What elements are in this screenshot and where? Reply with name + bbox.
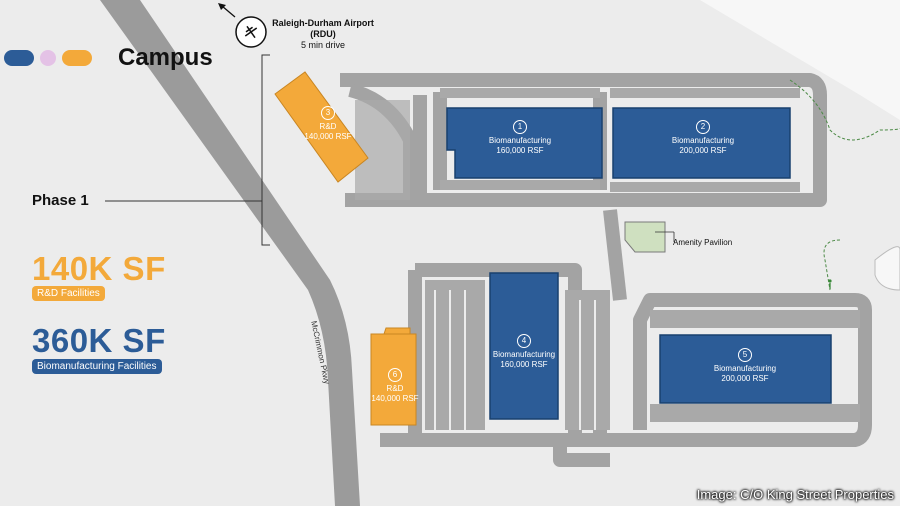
bio-stat-value: 360K SF (32, 322, 166, 359)
phase-label: Phase 1 (32, 192, 89, 209)
building-4-number: 4 (517, 334, 531, 348)
building-6-use: R&D (386, 384, 404, 393)
building-4-label: 4 Biomanufacturing 160,000 RSF (480, 334, 568, 370)
brand-dots (4, 50, 92, 66)
airport-callout: Raleigh-Durham Airport (RDU) 5 min drive (268, 18, 378, 51)
building-5-size: 200,000 RSF (721, 374, 769, 383)
building-3-label: 3 R&D 140,000 RSF (298, 106, 358, 142)
building-1-label: 1 Biomanufacturing 160,000 RSF (470, 120, 570, 156)
airport-drive: 5 min drive (300, 40, 345, 50)
building-5-number: 5 (738, 348, 752, 362)
building-1-use: Biomanufacturing (488, 136, 552, 145)
building-2-number: 2 (696, 120, 710, 134)
airport-name: Raleigh-Durham Airport (RDU) (272, 18, 374, 39)
building-6-size: 140,000 RSF (371, 394, 419, 403)
image-credit: Image: C/O King Street Properties (696, 487, 894, 502)
phase-bracket (261, 54, 270, 246)
building-5 (659, 334, 832, 404)
building-2-label: 2 Biomanufacturing 200,000 RSF (653, 120, 753, 156)
building-3-size: 140,000 RSF (304, 132, 352, 141)
page-title: Campus (118, 44, 213, 71)
building-2 (612, 107, 791, 179)
building-3-use: R&D (319, 122, 337, 131)
building-1-size: 160,000 RSF (496, 146, 544, 155)
building-6-number: 6 (388, 368, 402, 382)
amenity-pavilion (624, 221, 666, 253)
building-5-label: 5 Biomanufacturing 200,000 RSF (695, 348, 795, 384)
pink-dot (40, 50, 56, 66)
amenity-label: Amenity Pavilion (673, 238, 733, 247)
building-2-use: Biomanufacturing (671, 136, 735, 145)
building-3 (274, 71, 369, 183)
navy-pill (4, 50, 34, 66)
mccrimmon-road (100, 0, 360, 506)
building-2-size: 200,000 RSF (679, 146, 727, 155)
building-1 (446, 107, 603, 179)
rd-stat-label: R&D Facilities (32, 286, 105, 301)
trail (789, 79, 900, 291)
building-5-use: Biomanufacturing (713, 364, 777, 373)
bio-stat-label: Biomanufacturing Facilities (32, 359, 162, 374)
orange-pill (62, 50, 92, 66)
building-4-use: Biomanufacturing (492, 350, 556, 359)
building-3-number: 3 (321, 106, 335, 120)
rd-stat-value: 140K SF (32, 250, 166, 287)
building-4-size: 160,000 RSF (500, 360, 548, 369)
building-1-number: 1 (513, 120, 527, 134)
building-6-label: 6 R&D 140,000 RSF (365, 368, 425, 404)
